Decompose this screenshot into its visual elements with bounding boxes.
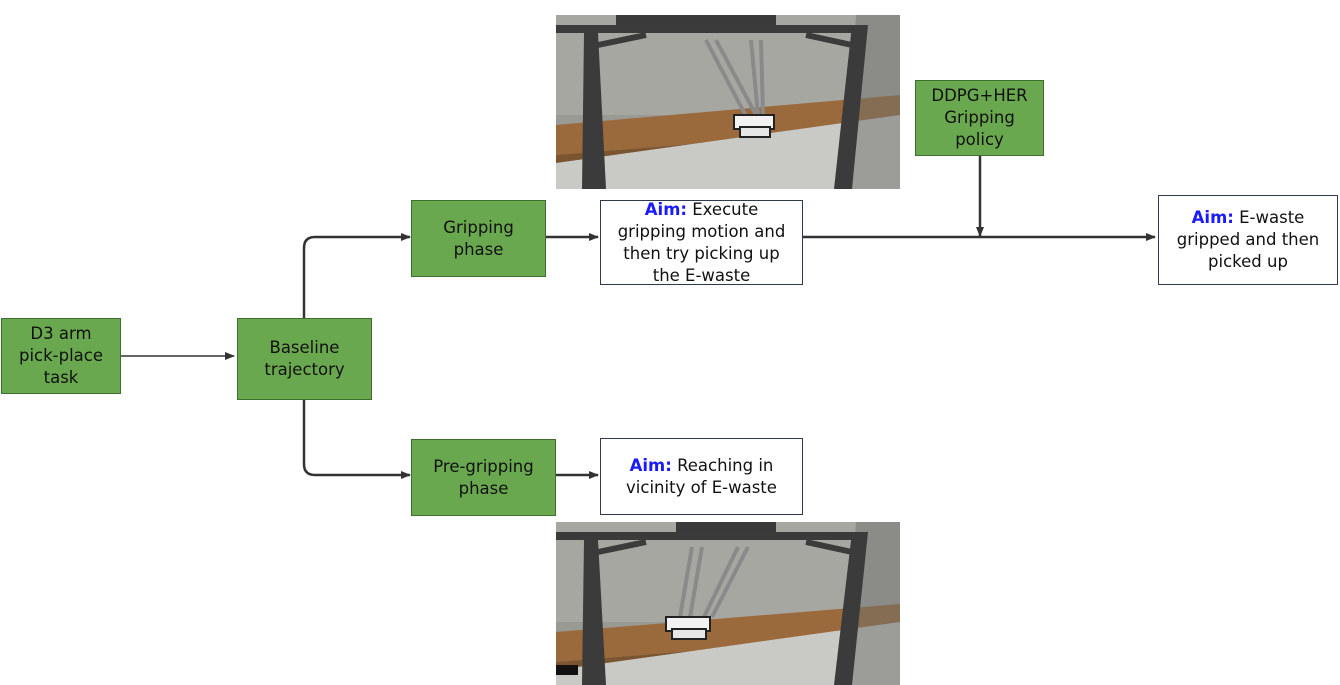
node-gripping-phase-label: Gripping phase bbox=[443, 217, 514, 259]
node-d3-arm-task-label: D3 arm pick-place task bbox=[18, 324, 104, 387]
node-gripping-phase: Gripping phase bbox=[411, 200, 546, 277]
aim-final-prefix: Aim: bbox=[1191, 208, 1234, 227]
aim-pregripping-text: Aim: Reaching in vicinity of E-waste bbox=[626, 455, 777, 499]
node-baseline-trajectory-label: Baseline trajectory bbox=[264, 338, 345, 379]
node-baseline-trajectory: Baseline trajectory bbox=[237, 318, 372, 400]
aim-final-text: Aim: E-waste gripped and then picked up bbox=[1177, 207, 1319, 273]
aim-box-gripping: Aim: Execute gripping motion and then tr… bbox=[600, 200, 803, 285]
node-pregripping-phase-label: Pre-gripping phase bbox=[433, 456, 534, 498]
aim-gripping-text: Aim: Execute gripping motion and then tr… bbox=[618, 199, 786, 287]
node-pregripping-phase: Pre-gripping phase bbox=[411, 439, 556, 516]
aim-gripping-prefix: Aim: bbox=[644, 199, 687, 219]
arrow-baseline-to-pregripping bbox=[302, 400, 411, 479]
aim-box-pregripping: Aim: Reaching in vicinity of E-waste bbox=[600, 438, 803, 515]
aim-final-label: E-waste gripped and then picked up bbox=[1176, 208, 1320, 271]
aim-pregripping-prefix: Aim: bbox=[629, 455, 672, 475]
node-ddpg-her-policy-label: DDPG+HER Gripping policy bbox=[931, 86, 1028, 149]
simulation-image-gripping bbox=[556, 15, 900, 189]
aim-gripping-label: Execute gripping motion and then try pic… bbox=[617, 199, 786, 285]
node-ddpg-her-policy: DDPG+HER Gripping policy bbox=[915, 80, 1044, 156]
aim-box-final: Aim: E-waste gripped and then picked up bbox=[1158, 195, 1338, 285]
simulation-image-pregripping bbox=[556, 522, 900, 685]
node-d3-arm-task: D3 arm pick-place task bbox=[1, 318, 121, 394]
arrow-baseline-to-gripping bbox=[302, 233, 411, 318]
aim-pregripping-label: Reaching in vicinity of E-waste bbox=[626, 455, 777, 497]
